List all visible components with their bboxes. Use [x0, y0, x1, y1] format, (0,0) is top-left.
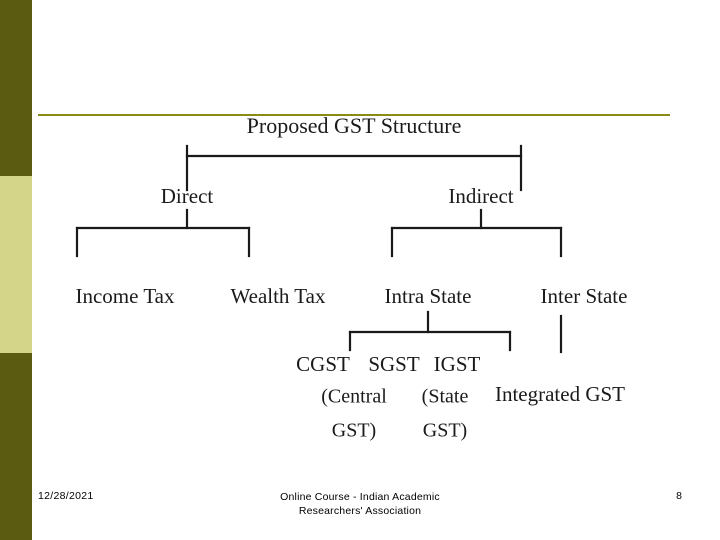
sidebar-band-middle — [0, 176, 32, 353]
slide-footer: 12/28/2021 Online Course - Indian Academ… — [0, 490, 720, 530]
node-igst-label: IGST — [434, 352, 481, 376]
slide-sidebar-decoration — [0, 0, 32, 540]
node-direct-label: Direct — [161, 184, 214, 208]
connector-root-bracket — [185, 144, 523, 158]
node-intra-state-label: Intra State — [385, 284, 472, 308]
footer-organization-line2: Researchers' Association — [298, 505, 422, 517]
node-sgst-label: SGST — [368, 352, 420, 376]
node-cgst-label: CGST — [296, 352, 350, 376]
sidebar-band-bottom — [0, 353, 32, 540]
node-inter-state-label: Inter State — [541, 284, 628, 308]
node-cgst-expansion-line1: (Central — [321, 386, 387, 408]
node-cgst-expansion-line2: GST) — [332, 420, 376, 442]
node-sgst-expansion-line2: GST) — [423, 420, 467, 442]
node-sgst-expansion-line1: (State — [422, 386, 469, 408]
footer-organization: Online Course - Indian Academic Research… — [240, 490, 480, 518]
node-indirect-label: Indirect — [448, 184, 513, 208]
gst-structure-diagram: Proposed GST Structure Direct Indirect I… — [32, 110, 720, 470]
footer-organization-line1: Online Course - Indian Academic — [280, 491, 440, 503]
footer-date: 12/28/2021 — [38, 490, 94, 502]
node-income-tax-label: Income Tax — [75, 284, 175, 308]
node-root-label: Proposed GST Structure — [247, 113, 462, 138]
footer-page-number: 8 — [676, 490, 682, 502]
node-integrated-gst-label: Integrated GST — [495, 382, 625, 406]
sidebar-band-top — [0, 0, 32, 176]
title-divider-rule — [38, 114, 670, 116]
node-wealth-tax-label: Wealth Tax — [230, 284, 326, 308]
